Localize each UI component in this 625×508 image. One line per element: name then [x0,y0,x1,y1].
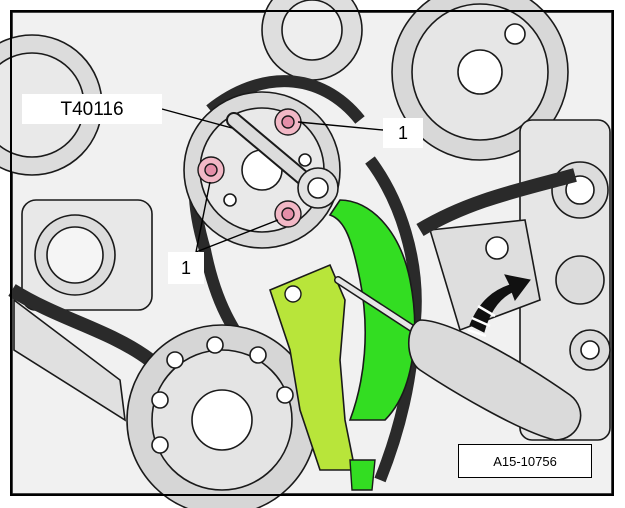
outer-border [10,10,614,496]
figure-reference-code: A15-10756 [458,444,592,478]
bolt-callout-label-left: 1 [168,252,204,284]
bolt-markers [197,108,302,228]
chain-guide-left [13,298,127,422]
tensioner-highlight [328,199,416,421]
leader-lines [161,108,384,253]
crankshaft-sprocket [126,324,318,508]
screwdriver [334,276,582,441]
locking-pin-tool [226,112,339,209]
tool-callout-label: T40116 [22,94,162,124]
rotation-arrow-icon [467,274,531,338]
bolt-callout-label-top: 1 [383,118,423,148]
engine-block [0,0,613,495]
